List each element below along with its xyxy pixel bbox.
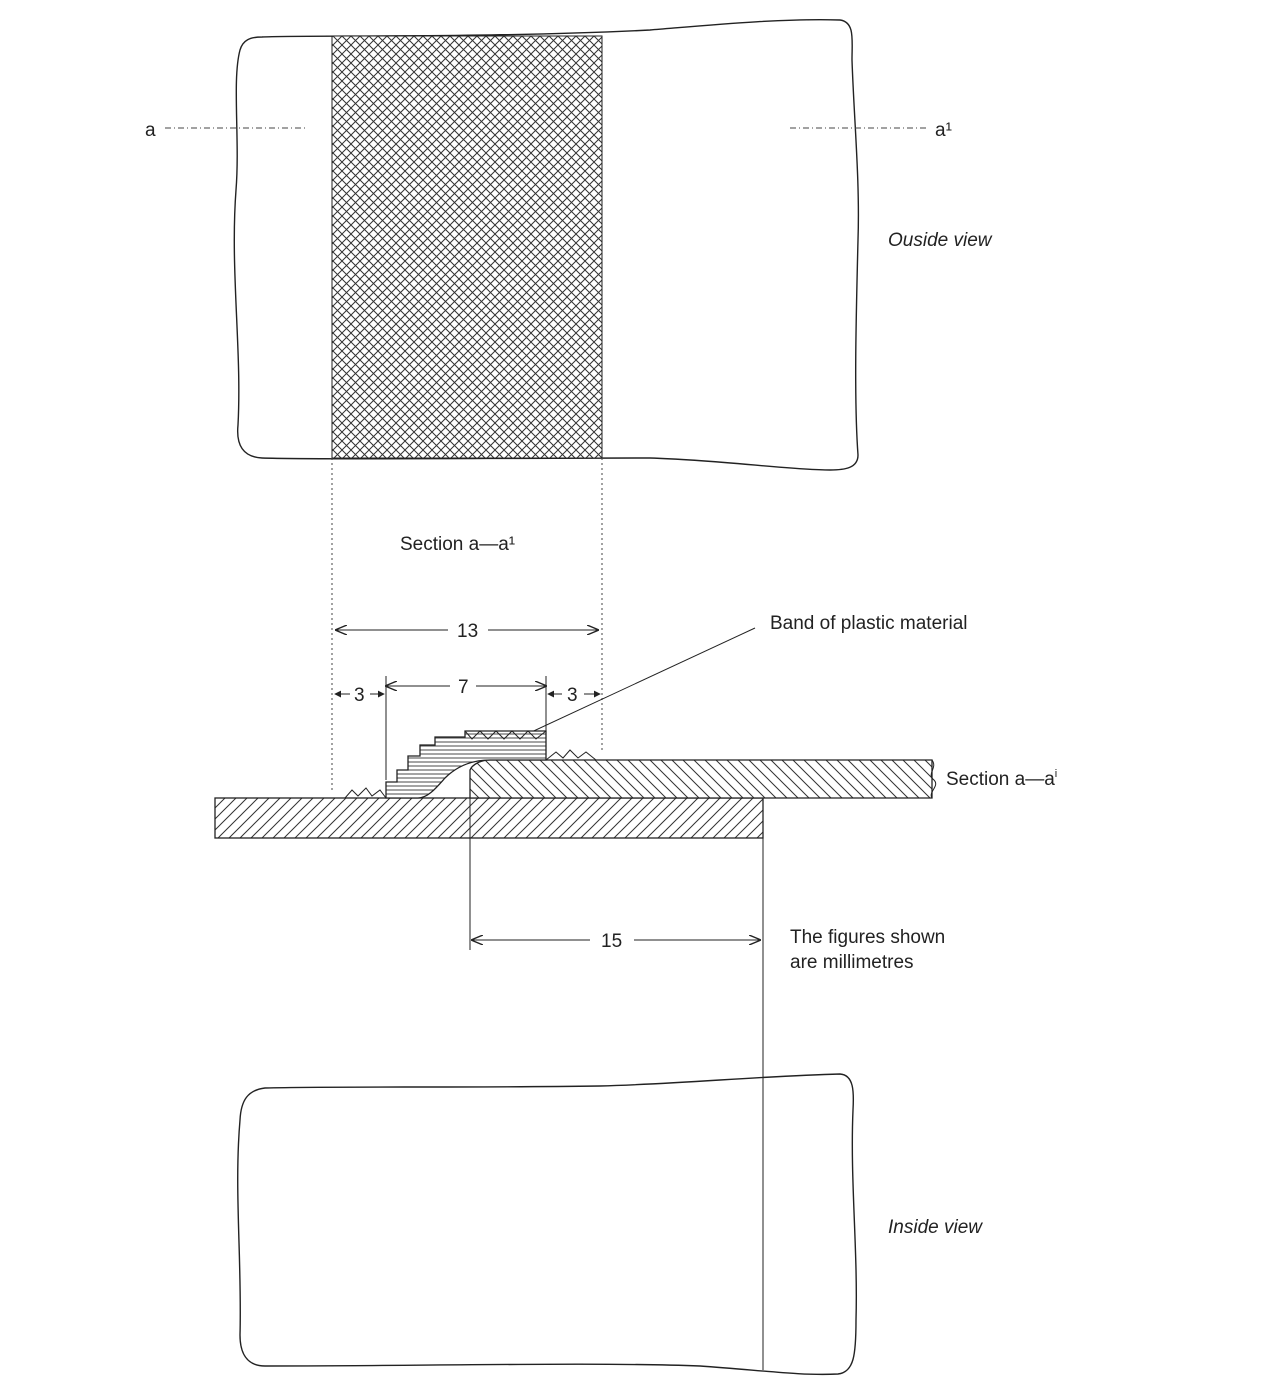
section-title: Section a—a¹	[400, 534, 515, 555]
dimension-7-value: 7	[458, 677, 469, 698]
section-label-right: Section a—ai	[946, 768, 1057, 790]
inside-view: Inside view	[237, 1073, 983, 1376]
dimension-3-right-value: 3	[567, 685, 578, 706]
cut-label-right: a¹	[935, 120, 952, 141]
outside-view: a a¹ Ouside view	[145, 19, 993, 471]
lower-plate	[214, 797, 764, 839]
inside-view-label: Inside view	[888, 1217, 983, 1238]
dimension-13: 13	[336, 621, 598, 642]
inside-view-outline	[237, 1073, 858, 1376]
dimension-3-right: 3	[547, 685, 601, 706]
plastic-band-section	[385, 730, 547, 799]
upper-plate-break	[930, 759, 937, 799]
dimension-7: 7	[386, 676, 546, 780]
dimension-15: 15	[472, 931, 760, 952]
units-note-line2: are millimetres	[790, 952, 914, 973]
dimension-3-left: 3	[334, 685, 385, 706]
dimension-3-left-value: 3	[354, 685, 365, 706]
dimension-13-value: 13	[457, 621, 478, 642]
knurled-band	[331, 35, 603, 459]
band-label: Band of plastic material	[770, 613, 968, 634]
outside-view-label: Ouside view	[888, 230, 993, 251]
section-view: Section a—ai	[214, 730, 1057, 1370]
band-leader-line	[509, 627, 756, 743]
band-serration	[464, 730, 547, 740]
cut-label-left: a	[145, 120, 156, 141]
units-note-line1: The figures shown	[790, 927, 945, 948]
flash-left	[344, 787, 387, 799]
outside-view-outline	[233, 19, 860, 471]
flash-right	[545, 749, 597, 761]
dimension-15-value: 15	[601, 931, 622, 952]
upper-plate	[469, 759, 933, 799]
